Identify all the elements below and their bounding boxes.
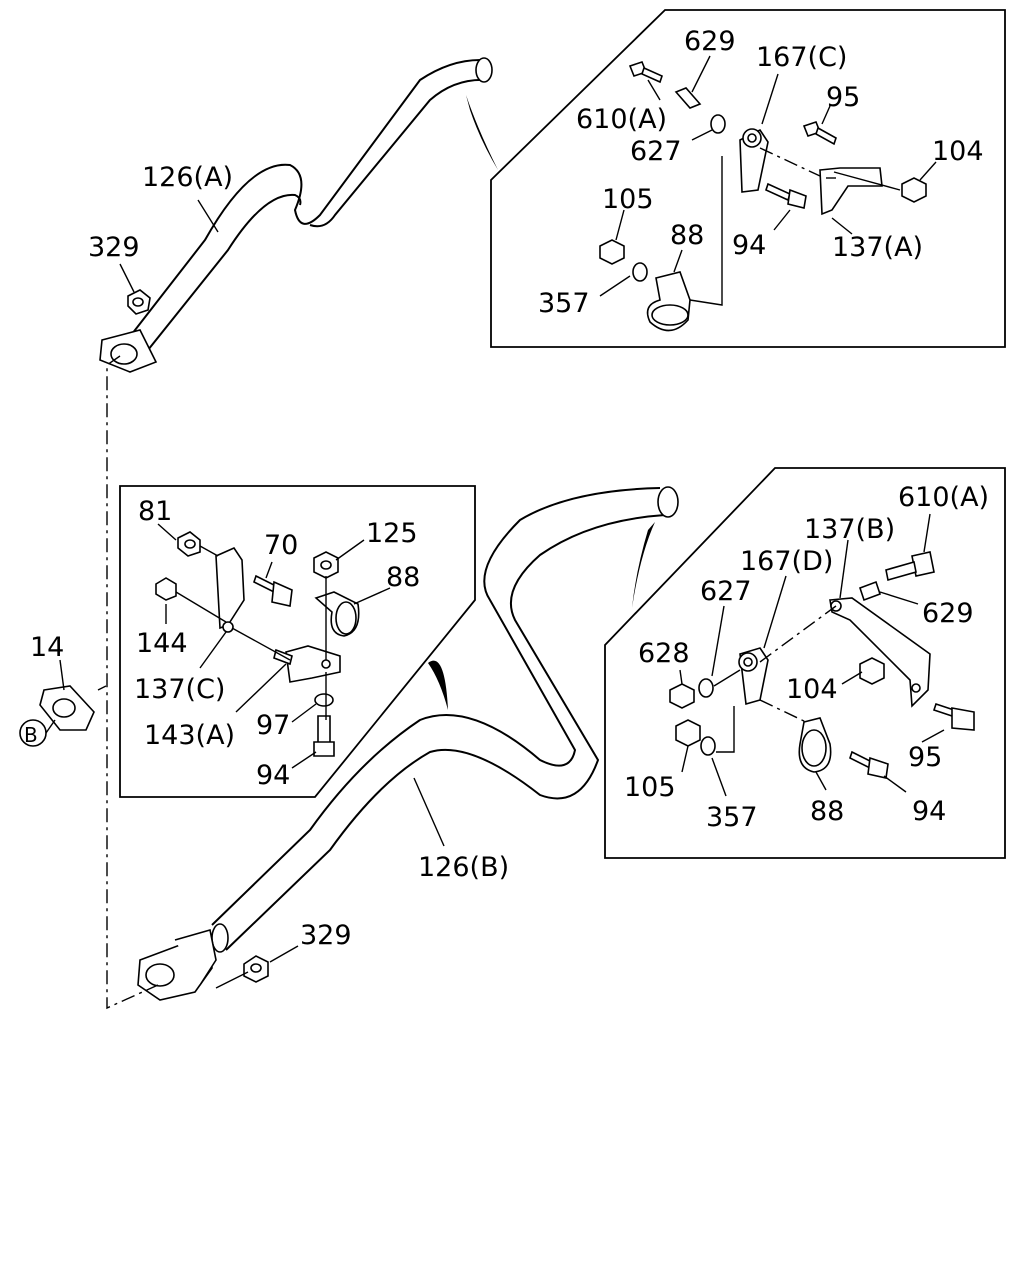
nut-329-top [127, 289, 151, 315]
label-629-right: 629 [922, 598, 974, 629]
exhaust-pipe-126b [137, 486, 679, 1001]
exhaust-pipe-126a [99, 57, 493, 373]
detail-panel-top-right [490, 9, 1006, 348]
bracket-137b [829, 597, 931, 708]
bolt-95-right [932, 702, 975, 731]
label-b: B [24, 723, 38, 747]
label-143a: 143(A) [144, 720, 235, 751]
label-167c: 167(C) [756, 42, 847, 73]
label-81: 81 [138, 496, 172, 527]
assembly-connector-line [106, 355, 159, 1010]
label-105-right: 105 [624, 772, 676, 803]
label-97: 97 [256, 710, 290, 741]
callout-wedge-top [466, 95, 498, 170]
label-629-top: 629 [684, 26, 736, 57]
washer-97 [314, 693, 334, 707]
label-610a-top: 610(A) [576, 104, 667, 135]
nut-81 [177, 531, 201, 557]
gasket-14 [39, 685, 95, 731]
bracket-137c [215, 546, 245, 633]
label-105-top: 105 [602, 184, 654, 215]
label-95-top: 95 [826, 82, 860, 113]
nut-125 [313, 551, 339, 579]
callout-wedge-right [632, 522, 655, 608]
label-94-top: 94 [732, 230, 766, 261]
clamp-88-left [314, 591, 360, 637]
label-70: 70 [264, 530, 298, 561]
bracket-137a [819, 167, 883, 216]
clamp-88-top [646, 271, 691, 332]
label-167d: 167(D) [740, 546, 833, 577]
nut-628 [669, 683, 695, 709]
washer-357-right [700, 736, 716, 756]
bolt-94-top [765, 182, 807, 209]
pin-629-top [674, 87, 702, 109]
washer-627-right [698, 678, 714, 698]
label-125: 125 [366, 518, 418, 549]
callout-wedge-left [428, 660, 448, 710]
label-627-top: 627 [630, 136, 682, 167]
washer-144 [155, 577, 177, 601]
label-627-right: 627 [700, 576, 752, 607]
bolt-94-right [849, 750, 889, 779]
clamp-88-right [798, 717, 832, 773]
nut-329-bottom [243, 955, 269, 983]
label-329-top: 329 [88, 232, 140, 263]
bolt-610a-top [628, 61, 663, 84]
detail-panel-middle-right [604, 467, 1006, 859]
label-137a: 137(A) [832, 232, 923, 263]
label-610a-right: 610(A) [898, 482, 989, 513]
label-88-top: 88 [670, 220, 704, 251]
label-137b: 137(B) [804, 514, 895, 545]
nut-104-right [859, 657, 885, 685]
bolt-610a-right [885, 551, 935, 582]
label-88-right: 88 [810, 796, 844, 827]
nut-105-right [675, 719, 701, 747]
label-104-right: 104 [786, 674, 838, 705]
label-126a: 126(A) [142, 162, 233, 193]
detail-panel-middle-left [119, 485, 476, 798]
label-144: 144 [136, 628, 188, 659]
label-14: 14 [30, 632, 64, 663]
bracket-167c [739, 128, 769, 193]
label-94-right: 94 [912, 796, 946, 827]
bracket-167d [738, 647, 769, 706]
label-137c: 137(C) [134, 674, 225, 705]
label-95-right: 95 [908, 742, 942, 773]
label-94-left: 94 [256, 760, 290, 791]
nut-105-top [599, 239, 625, 265]
mount-143a [273, 645, 341, 683]
label-329-bottom: 329 [300, 920, 352, 951]
washer-357-top [632, 262, 648, 282]
label-88-left: 88 [386, 562, 420, 593]
label-357-top: 357 [538, 288, 590, 319]
bolt-95-top [802, 121, 837, 146]
bolt-94-left [313, 715, 335, 757]
bolt-70 [253, 574, 293, 607]
washer-627-top [710, 114, 726, 134]
nut-104-top [901, 177, 927, 203]
pin-629-right [858, 580, 882, 602]
label-628: 628 [638, 638, 690, 669]
label-357-right: 357 [706, 802, 758, 833]
label-126b: 126(B) [418, 852, 509, 883]
label-104-top: 104 [932, 136, 984, 167]
